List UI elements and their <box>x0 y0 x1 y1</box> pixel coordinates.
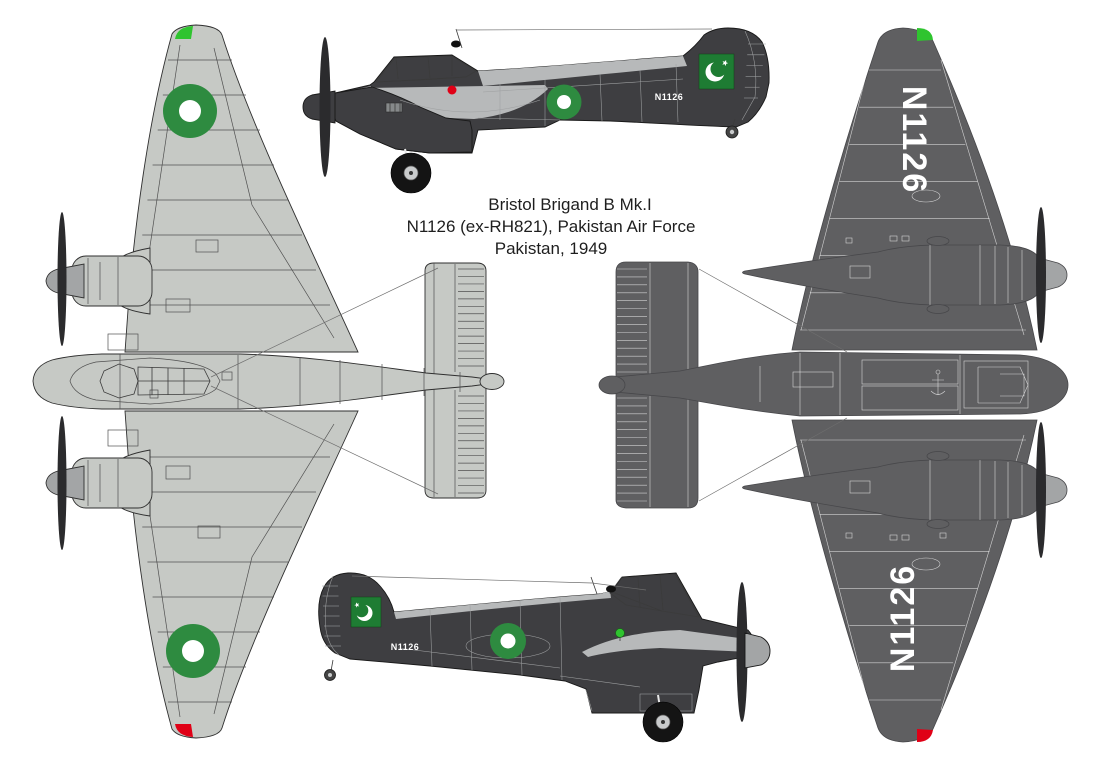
hatch-oval <box>911 557 941 571</box>
elevator-horn-fairing <box>598 375 626 395</box>
tail-wheel <box>324 659 336 681</box>
roundel-port-wing <box>166 624 220 678</box>
spinners <box>1042 258 1068 507</box>
roundel-fuselage <box>490 623 526 659</box>
engine-nacelle-starboard <box>742 451 1042 529</box>
fuselage-panel-lines <box>119 354 461 409</box>
spinner-icon <box>744 632 771 669</box>
tail-cone-fairing <box>479 373 505 390</box>
caption-subtitle: N1126 (ex-RH821), Pakistan Air Force <box>407 217 696 236</box>
fin-flash-pakistan-flag <box>698 53 735 90</box>
upper-surface-highlights <box>394 591 754 657</box>
propeller-blades <box>1036 207 1046 558</box>
df-loop-antenna-icon <box>590 576 616 595</box>
antenna-wire <box>456 28 713 31</box>
star-icon <box>722 59 729 67</box>
nav-light-green-icon <box>917 28 933 41</box>
wing-rib-lines <box>132 59 330 306</box>
bottom-fuselage <box>609 351 1069 417</box>
tail-wheel <box>725 118 739 139</box>
antenna-wires <box>698 268 848 502</box>
elevator-ribs <box>458 268 484 367</box>
df-loop-antenna-icon <box>451 28 463 49</box>
caption-location-year: Pakistan, 1949 <box>495 239 607 258</box>
side-panel-lines <box>399 63 684 126</box>
propeller-icon <box>1036 207 1046 343</box>
star-icon <box>354 602 360 608</box>
rudder-hinge <box>325 575 340 656</box>
propeller-icon <box>57 212 67 346</box>
nav-light-red-icon <box>917 729 933 742</box>
roundel-fuselage <box>546 84 582 120</box>
propeller-icon <box>57 416 67 550</box>
top-view-wing-port <box>124 410 359 739</box>
nose-glazing-frames <box>963 360 1029 409</box>
anchor-marking-icon <box>930 369 946 395</box>
propeller-blades <box>57 212 67 550</box>
antenna-wires <box>210 267 439 495</box>
engine-nacelle-starboard <box>71 247 153 315</box>
wing-rib-lines <box>800 439 1026 701</box>
main-wheel <box>639 693 693 743</box>
green-beacon-icon <box>615 628 625 641</box>
serial-number: N1126 <box>391 642 420 652</box>
main-wheel <box>390 148 432 194</box>
bottom-view: N1126 N1126 <box>598 27 1069 743</box>
propeller-icon <box>736 582 748 722</box>
elevator-ribs <box>617 397 647 502</box>
bomb-bay-doors <box>792 359 959 411</box>
side-view-top: N1126 <box>302 27 770 194</box>
elevator-ribs <box>458 395 484 494</box>
rudder-ribs <box>322 585 341 647</box>
nav-light-green-icon <box>175 26 193 39</box>
engine-nacelle-port <box>71 449 153 517</box>
side-view-bottom: N1126 <box>318 572 771 743</box>
elevator-ribs <box>617 268 647 373</box>
red-formation-light-icon <box>447 85 457 95</box>
propeller-side <box>302 37 336 177</box>
antenna-wire <box>351 575 647 591</box>
exhaust-grille <box>385 102 403 113</box>
fuselage-panel-lines <box>759 353 961 415</box>
rudder-ribs <box>744 43 766 99</box>
engine-nacelle-port <box>742 236 1042 314</box>
rudder-hinge <box>741 30 757 121</box>
nav-light-red-icon <box>175 724 193 737</box>
roundel-starboard-wing <box>163 84 217 138</box>
bottom-airframe <box>598 27 1069 743</box>
canopy-side <box>609 573 700 618</box>
propeller-icon <box>319 37 331 177</box>
caption: Bristol Brigand B Mk.I N1126 (ex-RH821),… <box>407 195 696 258</box>
underwing-serial-starboard: N1126 <box>884 564 922 672</box>
wing-spar-lines <box>141 44 335 718</box>
underwing-serial-port: N1126 <box>895 86 933 194</box>
propeller-icon <box>1036 422 1046 558</box>
propeller-side <box>736 582 771 722</box>
fin-flash-pakistan-flag <box>350 596 382 628</box>
canopy-side <box>375 55 477 83</box>
hatch-oval <box>911 189 941 203</box>
caption-title: Bristol Brigand B Mk.I <box>488 195 651 214</box>
cockpit-fairing-outline <box>69 357 221 405</box>
access-hatches <box>107 239 233 539</box>
serial-number: N1126 <box>655 92 684 102</box>
cockpit-canopy <box>99 363 211 399</box>
top-view <box>32 24 505 739</box>
wing-spar-lines <box>800 59 1025 711</box>
